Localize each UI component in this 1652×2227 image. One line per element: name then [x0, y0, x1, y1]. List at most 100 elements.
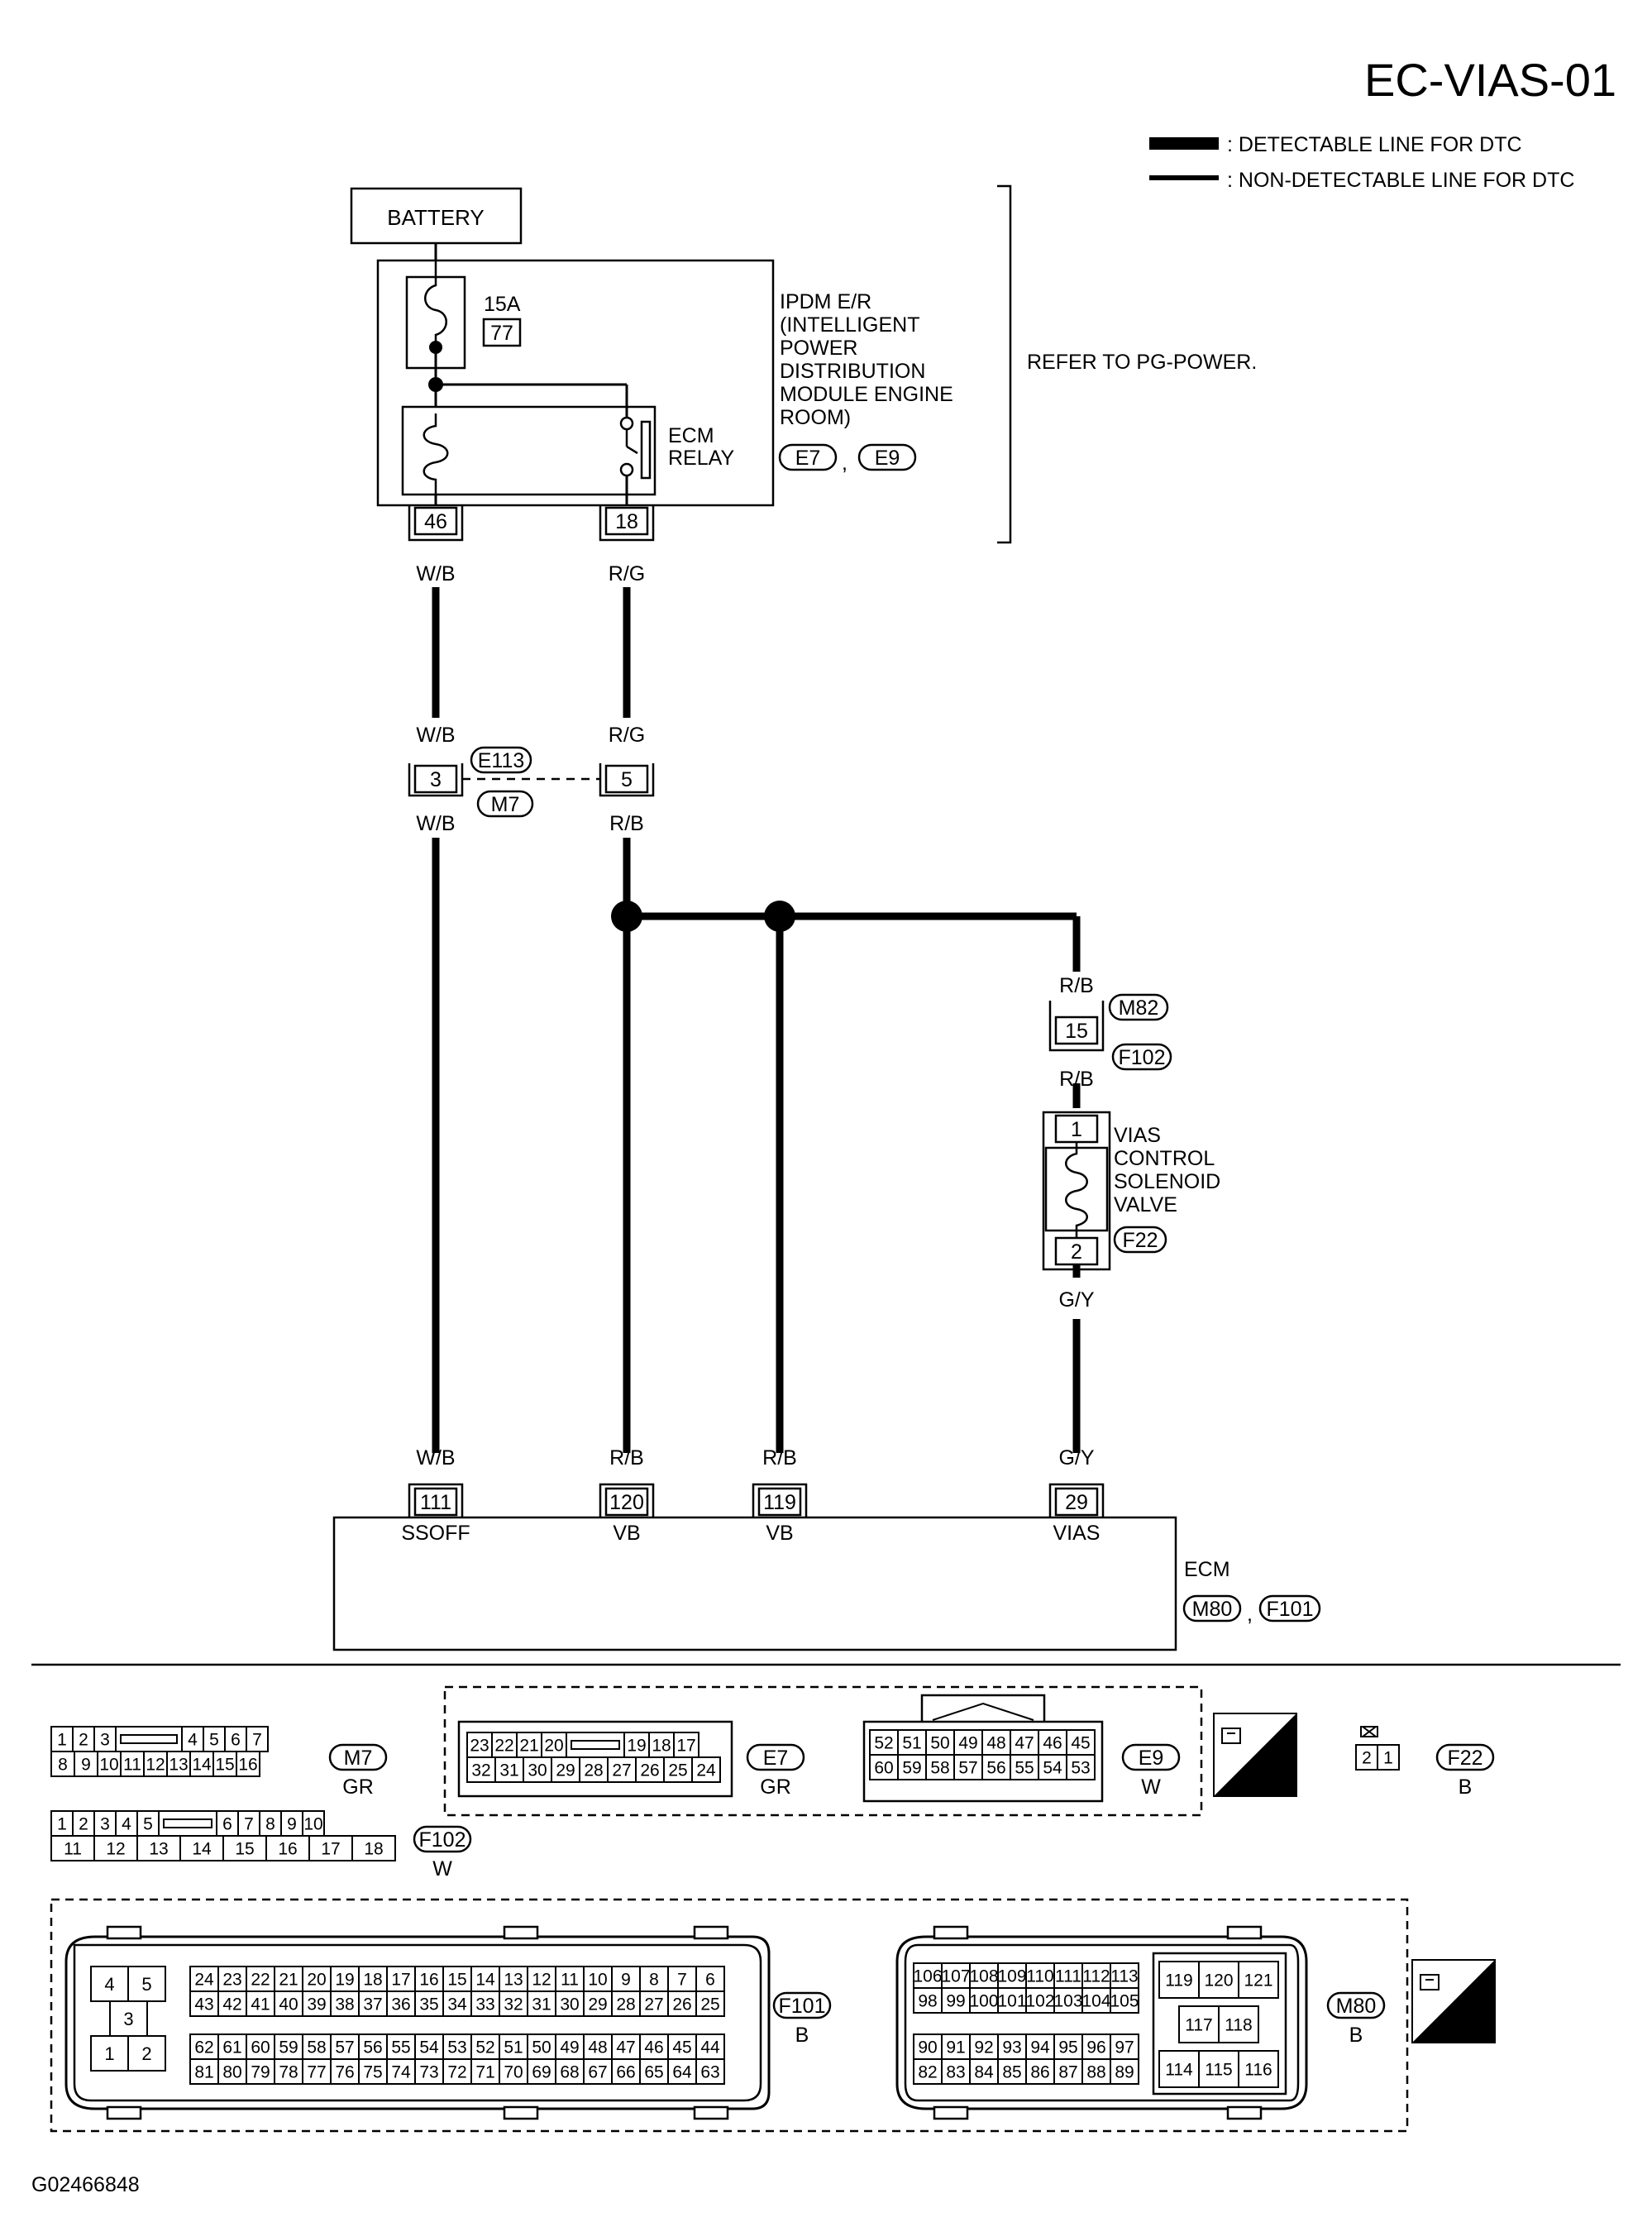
- m80-pin-85: 85: [997, 2058, 1027, 2085]
- ecm-conn-f101: F101: [1267, 1598, 1314, 1621]
- e7-pin-20-label: 20: [544, 1737, 563, 1756]
- f101-pin-23: 23: [217, 1966, 247, 1992]
- m80-pin-118: 118: [1218, 2005, 1259, 2043]
- f102-pin-9: 9: [280, 1810, 303, 1837]
- m80-pin-115-label: 115: [1205, 2061, 1232, 2080]
- f102-pin-11: 11: [50, 1835, 95, 1861]
- f101-pin-39: 39: [302, 1990, 332, 2017]
- f101-pin-53-label: 53: [447, 2038, 466, 2057]
- ecm-wire-119: R/B: [762, 1446, 797, 1470]
- wire-label-wb-1: W/B: [416, 562, 455, 585]
- e7-pin-28-label: 28: [584, 1761, 603, 1780]
- m80-pin-91: 91: [941, 2033, 971, 2060]
- solenoid-coil-icon: [1065, 1142, 1088, 1240]
- vias-conn-f102: F102: [1119, 1046, 1166, 1069]
- m80-pin-94: 94: [1025, 2033, 1055, 2060]
- f101-pin-7-label: 7: [677, 1971, 687, 1990]
- f101-pin-22-label: 22: [251, 1971, 270, 1990]
- m7-pin-12-label: 12: [146, 1756, 165, 1775]
- wire-label-rb-1: R/B: [609, 812, 644, 835]
- f22-pin-2: 2: [1355, 1744, 1378, 1771]
- f102-pin-17: 17: [308, 1835, 353, 1861]
- f101-pin-58-label: 58: [307, 2038, 326, 2057]
- f101-housing: [64, 1935, 771, 2110]
- ipdm-name-5: MODULE ENGINE: [780, 383, 953, 406]
- f101-pin-65: 65: [639, 2058, 669, 2085]
- m80-pin-109-label: 109: [997, 1967, 1026, 1986]
- f101-pin-28-label: 28: [616, 1995, 635, 2014]
- f101-pin-17: 17: [386, 1966, 416, 1992]
- f101-pin-1: 1: [90, 2035, 129, 2072]
- m80-pin-120-label: 120: [1204, 1971, 1233, 1990]
- f102-pin-3-label: 3: [100, 1815, 110, 1834]
- f102-pin-8: 8: [259, 1810, 282, 1837]
- m80-pin-121: 121: [1238, 1961, 1279, 1999]
- f101-pin-1-label: 1: [104, 2043, 114, 2064]
- legend: : DETECTABLE LINE FOR DTC : NON-DETECTAB…: [1149, 133, 1574, 192]
- e9-pin-47: 47: [1010, 1729, 1039, 1756]
- e7-pin-26: 26: [635, 1756, 665, 1783]
- f102-pin-key: [158, 1810, 217, 1837]
- ecm-wire-111: W/B: [416, 1446, 455, 1470]
- f101-pin-67: 67: [583, 2058, 613, 2085]
- f101-pin-19: 19: [330, 1966, 360, 1992]
- e7-pin-29-label: 29: [556, 1761, 575, 1780]
- e9-pin-58: 58: [925, 1754, 955, 1780]
- f101-pin-45: 45: [667, 2033, 697, 2060]
- e7-pin-27-label: 27: [612, 1761, 631, 1780]
- f101-pin-7: 7: [667, 1966, 697, 1992]
- m7-pin-key: [115, 1726, 183, 1752]
- f102-pin-15-label: 15: [235, 1840, 254, 1859]
- harness-wires: [432, 587, 1081, 1453]
- m80-pin-98-label: 98: [918, 1992, 937, 2011]
- m80-pin-119: 119: [1158, 1961, 1200, 1999]
- refer-note: REFER TO PG-POWER.: [1027, 351, 1257, 374]
- e7-pin-key: [566, 1732, 625, 1758]
- f101-pin-81: 81: [189, 2058, 219, 2085]
- m80-pin-82: 82: [913, 2058, 943, 2085]
- f101-pin-76: 76: [330, 2058, 360, 2085]
- e7-pin-30-label: 30: [528, 1761, 547, 1780]
- f101-pin-21: 21: [274, 1966, 303, 1992]
- f101-pin-41-label: 41: [251, 1995, 270, 2014]
- f101-pin-36-label: 36: [391, 1995, 410, 2014]
- m7-pin-11-label: 11: [123, 1756, 141, 1775]
- m7-pin-5-label: 5: [209, 1731, 219, 1750]
- joint-pin-3: 3: [430, 768, 442, 791]
- e9-pin-52-label: 52: [874, 1734, 893, 1753]
- f102-badge-color: W: [432, 1857, 452, 1881]
- f102-pin-4: 4: [115, 1810, 138, 1837]
- f101-pin-5: 5: [127, 1966, 166, 2002]
- e9-pin-49-label: 49: [958, 1734, 977, 1753]
- f101-pin-74: 74: [386, 2058, 416, 2085]
- ipdm-connector-e7: E7: [795, 447, 821, 470]
- wire-label-rg-1: R/G: [609, 562, 645, 585]
- f101-pin-78: 78: [274, 2058, 303, 2085]
- m80-pin-110-label: 110: [1026, 1967, 1053, 1986]
- f101-pin-29: 29: [583, 1990, 613, 2017]
- f22-badge-color: B: [1459, 1775, 1473, 1799]
- f101-pin-79-label: 79: [251, 2063, 270, 2082]
- m80-pin-96: 96: [1081, 2033, 1111, 2060]
- f101-pin-51-label: 51: [504, 2038, 523, 2057]
- f101-pin-4-label: 4: [104, 1974, 114, 1995]
- m7-pin-1: 1: [50, 1726, 74, 1752]
- f102-pin-17-label: 17: [321, 1840, 340, 1859]
- f101-pin-24: 24: [189, 1966, 219, 1992]
- m7-pin-6: 6: [224, 1726, 247, 1752]
- e9-pin-57-label: 57: [958, 1759, 977, 1778]
- f101-pin-19-label: 19: [335, 1971, 354, 1990]
- f102-pin-14-label: 14: [192, 1840, 212, 1859]
- f101-pin-34: 34: [442, 1990, 472, 2017]
- m80-pin-86-label: 86: [1030, 2063, 1049, 2082]
- f101-pin-12: 12: [527, 1966, 556, 1992]
- relay-label-1: ECM: [668, 424, 714, 447]
- e9-pin-60-label: 60: [874, 1759, 893, 1778]
- ipdm-connector-e9: E9: [875, 447, 900, 470]
- valve-name-4: VALVE: [1114, 1193, 1177, 1216]
- e7-pin-21: 21: [516, 1732, 542, 1758]
- f101-pin-48: 48: [583, 2033, 613, 2060]
- m7-pin-3: 3: [93, 1726, 117, 1752]
- e9-pin-48-label: 48: [986, 1734, 1005, 1753]
- valve-name-3: SOLENOID: [1114, 1170, 1220, 1193]
